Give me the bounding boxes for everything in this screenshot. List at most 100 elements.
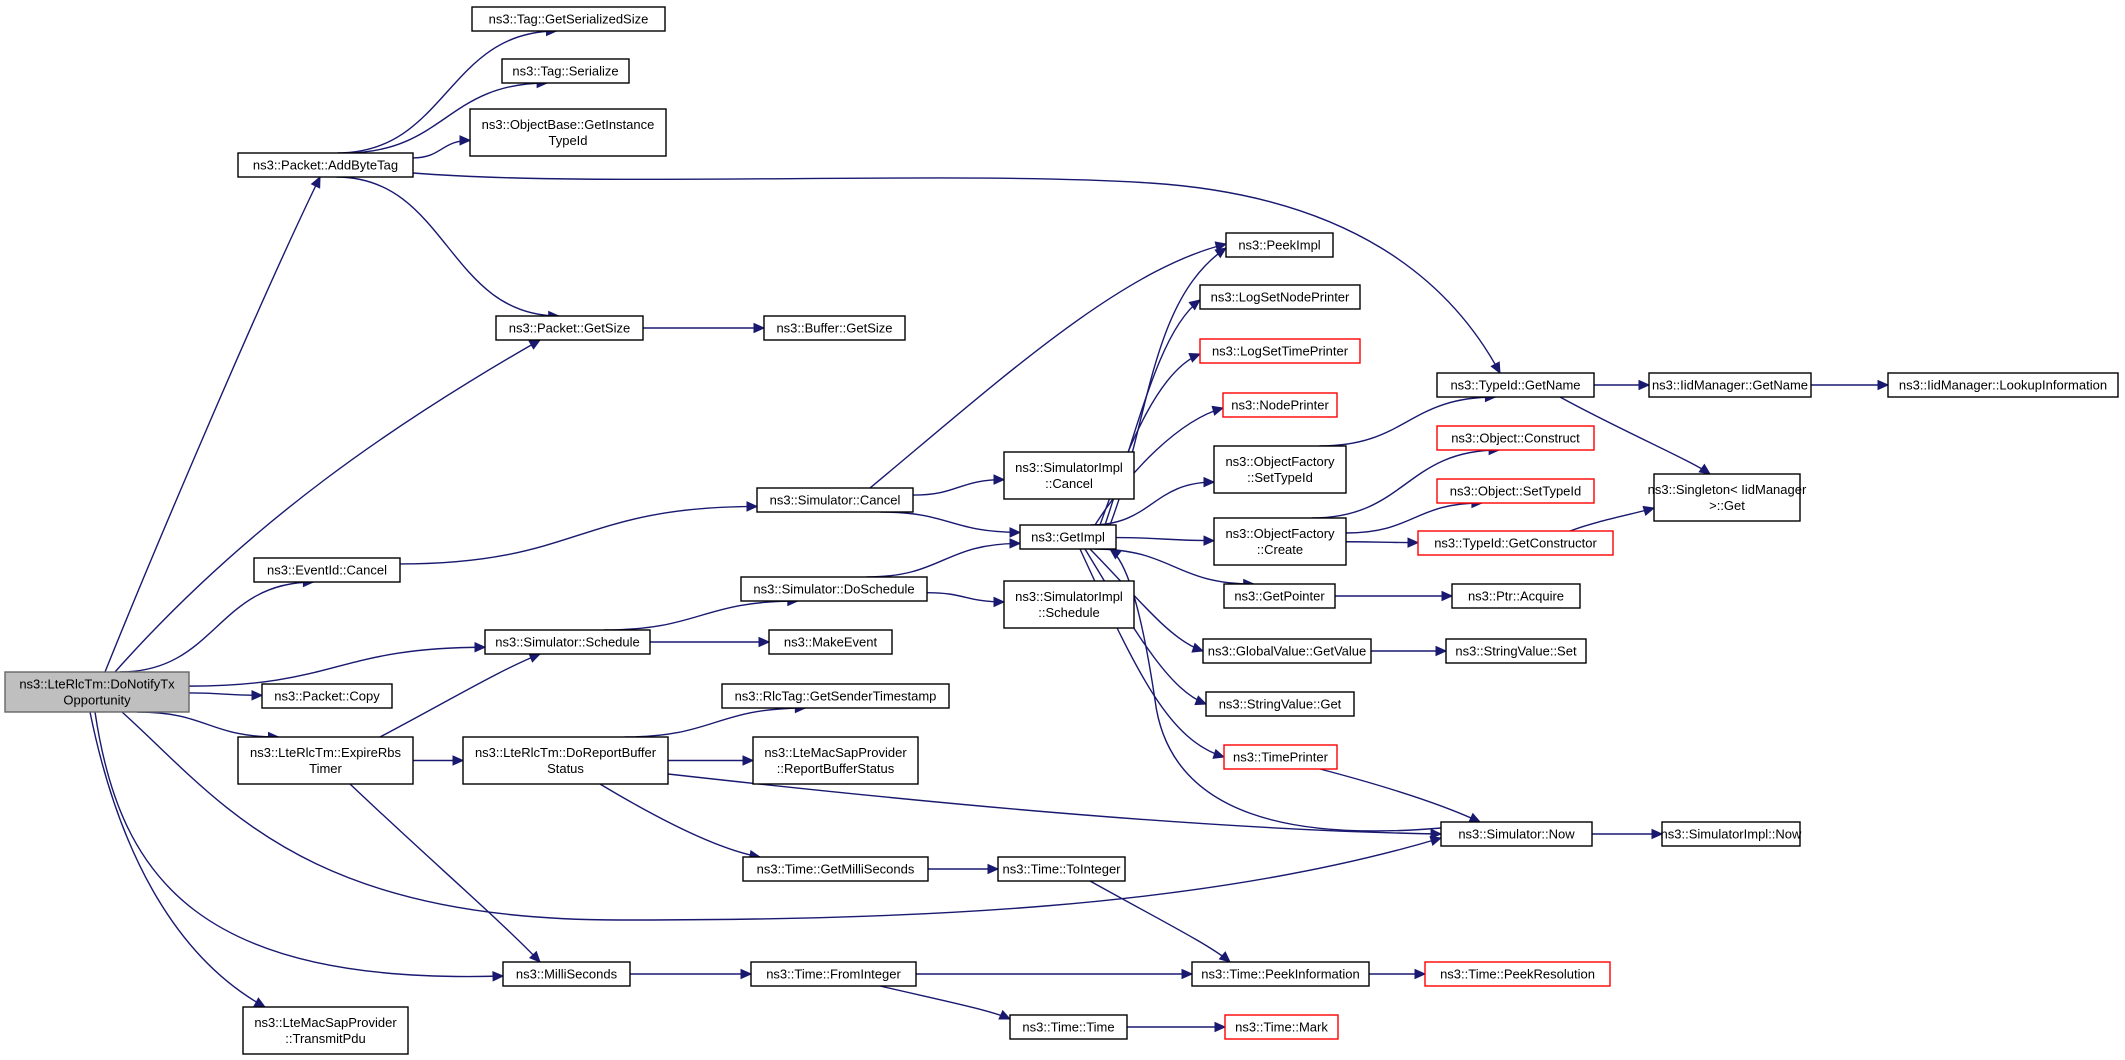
node-box xyxy=(261,683,393,709)
node-sim-dosched[interactable]: ns3::Simulator::DoSchedule xyxy=(740,576,928,602)
node-typeid-getname[interactable]: ns3::TypeId::GetName xyxy=(1436,372,1595,398)
node-peek-impl[interactable]: ns3::PeekImpl xyxy=(1225,232,1334,258)
call-edge xyxy=(599,783,762,861)
node-of-create[interactable]: ns3::ObjectFactory::Create xyxy=(1213,517,1347,566)
node-label: ns3::Simulator::Schedule xyxy=(495,635,640,650)
node-sv-set[interactable]: ns3::StringValue::Set xyxy=(1445,638,1587,664)
call-edge-line xyxy=(1569,507,1655,532)
node-box xyxy=(1223,583,1336,609)
node-label: ns3::MilliSeconds xyxy=(516,967,618,982)
node-rlctag[interactable]: ns3::RlcTag::GetSenderTimestamp xyxy=(721,683,950,709)
node-peek-info[interactable]: ns3::Time::PeekInformation xyxy=(1191,961,1370,987)
node-label: ns3::Time::FromInteger xyxy=(766,967,901,982)
node-get-impl[interactable]: ns3::GetImpl xyxy=(1019,524,1117,550)
arrowhead-icon xyxy=(1188,299,1201,311)
call-edge xyxy=(104,175,321,673)
node-label: ns3::IidManager::GetName xyxy=(1652,378,1808,393)
node-node-printer[interactable]: ns3::NodePrinter xyxy=(1222,392,1338,418)
node-eid-cancel[interactable]: ns3::EventId::Cancel xyxy=(253,557,401,583)
node-sim-now[interactable]: ns3::Simulator::Now xyxy=(1440,821,1593,847)
arrowhead-icon xyxy=(746,501,759,512)
node-pkt-add[interactable]: ns3::Packet::AddByteTag xyxy=(237,152,414,178)
node-report-bs[interactable]: ns3::LteMacSapProvider::ReportBufferStat… xyxy=(752,736,919,785)
node-box xyxy=(462,736,669,785)
node-label: ns3::Packet::Copy xyxy=(274,689,380,704)
node-buf-size[interactable]: ns3::Buffer::GetSize xyxy=(763,315,906,341)
node-label: ns3::Time::ToInteger xyxy=(1002,862,1121,877)
node-typeid-ctor[interactable]: ns3::TypeId::GetConstructor xyxy=(1417,530,1614,556)
node-label: ns3::Packet::AddByteTag xyxy=(253,158,398,173)
node-obj-construct[interactable]: ns3::Object::Construct xyxy=(1436,425,1595,451)
arrowhead-icon xyxy=(1109,548,1122,560)
node-box xyxy=(242,1006,409,1055)
node-box xyxy=(763,315,906,341)
call-edge xyxy=(928,863,1000,875)
call-edge xyxy=(1319,768,1482,823)
node-box xyxy=(1417,530,1614,556)
call-edge-line xyxy=(1090,481,1215,526)
arrowhead-icon xyxy=(528,950,541,963)
node-label: ns3::Object::SetTypeId xyxy=(1450,484,1582,499)
node-of-settype[interactable]: ns3::ObjectFactory::SetTypeId xyxy=(1213,445,1347,494)
node-box xyxy=(1424,961,1611,987)
call-edge xyxy=(1109,548,1442,832)
call-edge xyxy=(349,783,541,963)
arrowhead-icon xyxy=(993,474,1006,485)
node-get-milli[interactable]: ns3::Time::GetMilliSeconds xyxy=(742,856,929,882)
arrowhead-icon xyxy=(753,322,766,334)
node-iid-lookup[interactable]: ns3::IidManager::LookupInformation xyxy=(1887,372,2119,398)
node-get-pointer[interactable]: ns3::GetPointer xyxy=(1223,583,1336,609)
call-edge xyxy=(121,711,1443,921)
call-edge xyxy=(412,135,472,159)
node-box xyxy=(1436,478,1595,504)
node-sim-cancel[interactable]: ns3::Simulator::Cancel xyxy=(756,487,914,513)
call-edge-line xyxy=(866,542,1021,578)
node-gv-get[interactable]: ns3::GlobalValue::GetValue xyxy=(1202,638,1372,664)
node-simimpl-sched[interactable]: ns3::SimulatorImpl::Schedule xyxy=(1003,580,1135,629)
node-singleton[interactable]: ns3::Singleton< IidManager >::Get xyxy=(1648,473,1807,522)
node-log-time[interactable]: ns3::LogSetTimePrinter xyxy=(1199,338,1361,364)
node-pkt-size[interactable]: ns3::Packet::GetSize xyxy=(495,315,644,341)
node-box xyxy=(742,856,929,882)
call-edge xyxy=(119,576,315,673)
node-peek-res[interactable]: ns3::Time::PeekResolution xyxy=(1424,961,1611,987)
node-make-event[interactable]: ns3::MakeEvent xyxy=(768,629,893,655)
node-pkt-copy[interactable]: ns3::Packet::Copy xyxy=(261,683,393,709)
node-label: ns3::MakeEvent xyxy=(784,635,878,650)
node-label: ns3::TypeId::GetConstructor xyxy=(1434,536,1597,551)
node-time-mark[interactable]: ns3::Time::Mark xyxy=(1224,1014,1339,1040)
node-ptr-acquire[interactable]: ns3::Ptr::Acquire xyxy=(1451,583,1581,609)
call-edge-line xyxy=(1115,536,1215,542)
node-transmit[interactable]: ns3::LteMacSapProvider::TransmitPdu xyxy=(242,1006,409,1055)
call-edge xyxy=(1594,379,1651,391)
node-tag-ser-size[interactable]: ns3::Tag::GetSerializedSize xyxy=(471,6,666,32)
node-time-time[interactable]: ns3::Time::Time xyxy=(1009,1014,1128,1040)
node-obj-settype[interactable]: ns3::Object::SetTypeId xyxy=(1436,478,1595,504)
node-sv-get[interactable]: ns3::StringValue::Get xyxy=(1205,691,1355,717)
node-milli[interactable]: ns3::MilliSeconds xyxy=(502,961,631,987)
node-sim-sched[interactable]: ns3::Simulator::Schedule xyxy=(484,629,651,655)
node-simimpl-cancel[interactable]: ns3::SimulatorImpl::Cancel xyxy=(1003,451,1135,500)
call-edge-line xyxy=(1345,541,1419,544)
node-from-int[interactable]: ns3::Time::FromInteger xyxy=(750,961,917,987)
node-label: ns3::LteMacSapProvider xyxy=(764,745,907,760)
node-label: ns3::ObjectFactory xyxy=(1225,526,1335,541)
node-label: ::Create xyxy=(1257,542,1303,557)
node-box xyxy=(1887,372,2119,398)
node-box xyxy=(1225,232,1334,258)
node-to-int[interactable]: ns3::Time::ToInteger xyxy=(997,856,1126,882)
arrowhead-icon xyxy=(1214,1021,1227,1033)
arrowhead-icon xyxy=(1203,535,1216,546)
node-tag-ser[interactable]: ns3::Tag::Serialize xyxy=(501,58,630,84)
arrowhead-icon xyxy=(1429,835,1443,847)
node-time-printer[interactable]: ns3::TimePrinter xyxy=(1223,744,1338,770)
call-edge-line xyxy=(104,176,321,673)
node-iid-getname[interactable]: ns3::IidManager::GetName xyxy=(1648,372,1812,398)
node-simimpl-now[interactable]: ns3::SimulatorImpl::Now xyxy=(1661,821,1802,847)
node-log-node[interactable]: ns3::LogSetNodePrinter xyxy=(1199,284,1361,310)
node-box xyxy=(721,683,950,709)
